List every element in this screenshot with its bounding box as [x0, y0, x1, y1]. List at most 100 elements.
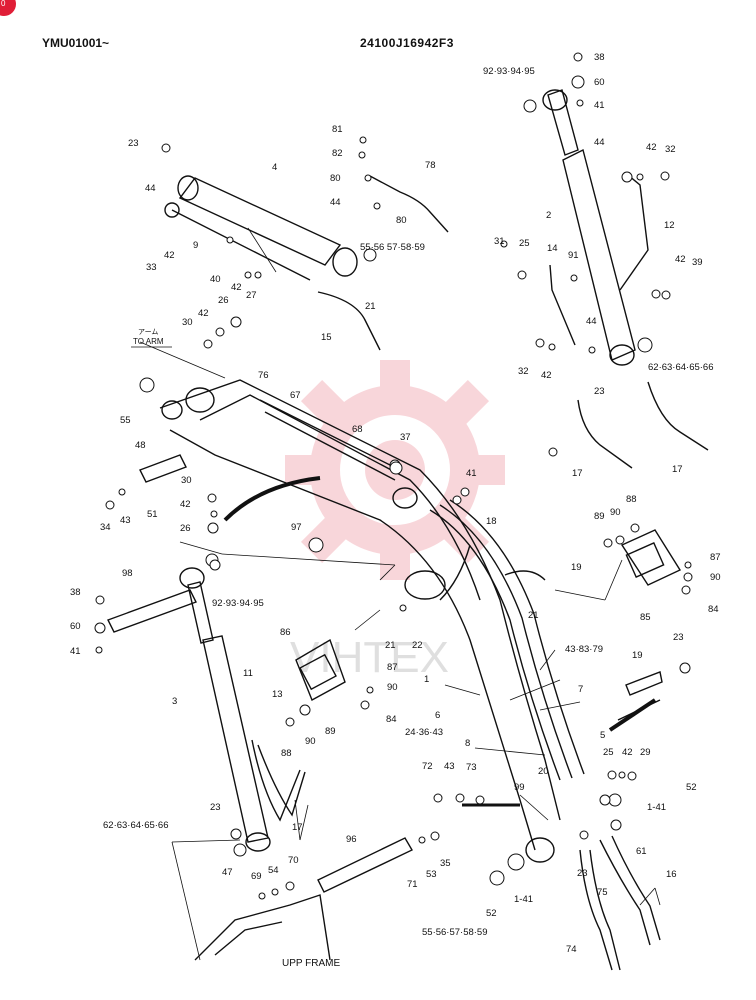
pin-98	[107, 589, 197, 633]
callout-38: 38	[594, 52, 605, 63]
callout-11: 11	[243, 668, 253, 679]
callout-44: 44	[145, 183, 156, 194]
callout-88: 88	[626, 494, 637, 505]
callout-85: 85	[640, 612, 651, 623]
callout-32: 32	[518, 366, 529, 377]
callout-42: 42	[675, 254, 686, 265]
callout-43: 43	[444, 761, 455, 772]
pipe-19-right	[625, 671, 663, 696]
pin-96	[317, 837, 413, 893]
callout-68: 68	[352, 424, 363, 435]
callout-27: 27	[246, 290, 257, 301]
callout-31: 31	[494, 236, 505, 247]
callout-18: 18	[486, 516, 497, 527]
callout-7: 7	[578, 684, 583, 695]
callout-48: 48	[135, 440, 146, 451]
callout-30: 30	[182, 317, 193, 328]
pin-48	[139, 454, 187, 483]
upper-frame-inner	[214, 921, 283, 956]
callout-22: 22	[412, 640, 423, 651]
callout-80: 80	[396, 215, 407, 226]
callout-43: 43	[120, 515, 131, 526]
callout-97: 97	[291, 522, 302, 533]
pipe-78	[369, 175, 449, 233]
callout-1-41: 1-41	[647, 802, 666, 813]
callout-29: 29	[640, 747, 651, 758]
callout-23: 23	[210, 802, 221, 813]
callout-41: 41	[70, 646, 81, 657]
callout-71: 71	[407, 879, 418, 890]
arm-cylinder-rod-eye	[164, 202, 180, 218]
callout-19: 19	[632, 650, 643, 661]
callout-25: 25	[519, 238, 530, 249]
callout-42: 42	[541, 370, 552, 381]
boom-cylinder-right-barrel	[562, 148, 636, 361]
callout-34: 34	[100, 522, 111, 533]
callout-69: 69	[251, 871, 262, 882]
boom-outline-upper	[159, 379, 561, 821]
callout-42: 42	[622, 747, 633, 758]
hose-21-center	[439, 544, 471, 601]
callout-9: 9	[193, 240, 198, 251]
hose-13	[257, 744, 306, 817]
boom-center-plate	[404, 570, 446, 600]
hose-17-lower-left	[251, 739, 301, 822]
boom-pipe-c	[449, 499, 585, 775]
callout-20: 20	[538, 766, 549, 777]
callout-88: 88	[281, 748, 292, 759]
callout-5: 5	[600, 730, 605, 741]
hose-74	[589, 849, 621, 971]
boom-cylinder-left-top-eye	[179, 567, 205, 589]
callout-81: 81	[332, 124, 343, 135]
boom-cylinder-right-top-eye	[542, 89, 568, 111]
valve-block-85	[620, 529, 682, 586]
callout-90: 90	[305, 736, 316, 747]
boom-nose-boss	[185, 387, 215, 413]
callout-86: 86	[280, 627, 291, 638]
arm-cylinder-rod-end	[177, 175, 199, 201]
callout-39: 39	[692, 257, 703, 268]
callout-55-59: 55·56 57·58·59	[360, 242, 425, 253]
callout-38: 38	[70, 587, 81, 598]
callout-74: 74	[566, 944, 577, 955]
watermark-text: VIHTEX	[290, 633, 449, 682]
callout-32: 32	[665, 144, 676, 155]
hose-75	[579, 849, 613, 971]
hose-19-center	[504, 570, 546, 581]
arm-cylinder-head	[332, 247, 358, 277]
callout-24-36-43: 24·36·43	[405, 727, 443, 738]
callout-33: 33	[146, 262, 157, 273]
callout-3: 3	[172, 696, 177, 707]
hose-17-right	[647, 381, 709, 451]
callout-16: 16	[666, 869, 677, 880]
boom-top-boss	[392, 487, 418, 509]
boom-cylinder-left-bottom-eye	[245, 832, 271, 852]
callout-23: 23	[577, 868, 588, 879]
callout-82: 82	[332, 148, 343, 159]
hose-16-b	[611, 835, 661, 941]
boom-pipe-d	[259, 399, 401, 471]
boom-cylinder-right-rod	[547, 89, 579, 156]
callout-30: 30	[181, 475, 192, 486]
callout-26: 26	[218, 295, 229, 306]
callout-90: 90	[387, 682, 398, 693]
drawing-number: 24100J16942F3	[360, 36, 454, 50]
callout-80: 80	[330, 173, 341, 184]
callout-89: 89	[594, 511, 605, 522]
callout-23: 23	[128, 138, 139, 149]
callout-21: 21	[365, 301, 376, 312]
boom-foot-boss	[525, 837, 555, 863]
boom-outline-lower	[169, 429, 536, 851]
callout-55: 55	[120, 415, 131, 426]
callout-6: 6	[435, 710, 440, 721]
callout-37: 37	[400, 432, 411, 443]
callout-98: 98	[122, 568, 133, 579]
callout-92-95: 92·93·94·95	[212, 598, 264, 609]
callout-1-41: 1-41	[514, 894, 533, 905]
pipe-12	[619, 174, 649, 291]
callout-40: 40	[210, 274, 221, 285]
callout-47: 47	[222, 867, 233, 878]
boom-cylinder-left-rod	[187, 581, 214, 644]
boom-nose-boss-2	[161, 400, 183, 420]
